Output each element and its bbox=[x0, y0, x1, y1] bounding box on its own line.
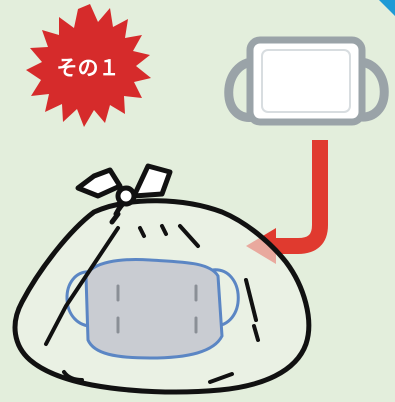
step-badge: その１ bbox=[26, 4, 151, 127]
face-mask-icon bbox=[229, 40, 385, 122]
inner-mask-icon bbox=[67, 260, 238, 358]
step-badge-label: その１ bbox=[57, 56, 120, 80]
tied-trash-bag-icon bbox=[15, 166, 309, 392]
